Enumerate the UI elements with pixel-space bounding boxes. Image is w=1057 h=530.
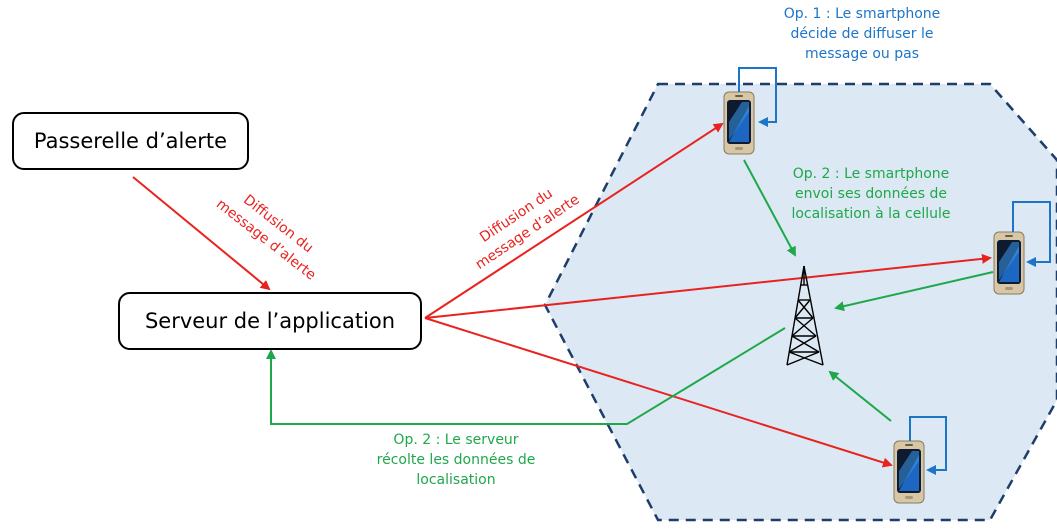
op1-label: Op. 1 : Le smartphone décide de diffuser…	[752, 4, 972, 64]
self-loop-phone-right	[1012, 201, 1051, 267]
op2-phone-label-line3: localisation à la cellule	[791, 206, 951, 222]
op2-server-label-line2: récolte les données de	[376, 452, 536, 468]
smartphone-icon	[723, 91, 755, 155]
arrow-tower-to-server	[266, 327, 786, 425]
alert-gateway-label: Passerelle d’alerte	[33, 129, 228, 153]
arrow-server-to-phone-right	[424, 253, 992, 319]
arrow-phone-bottom-to-tower	[828, 370, 892, 422]
op1-label-line3: message ou pas	[804, 46, 920, 62]
op2-server-label-line3: localisation	[416, 472, 496, 488]
cell-tower-icon	[786, 265, 824, 366]
op2-phone-label: Op. 2 : Le smartphone envoi ses données …	[768, 164, 974, 224]
smartphone-icon	[893, 440, 925, 504]
alert-gateway-node: Passerelle d’alerte	[12, 112, 249, 170]
arrow-server-to-phone-bottom	[424, 317, 893, 468]
op2-phone-label-line1: Op. 2 : Le smartphone	[792, 166, 950, 182]
application-server-node: Serveur de l’application	[118, 292, 422, 350]
op2-server-label-line1: Op. 2 : Le serveur	[393, 432, 519, 448]
arrow-phone-right-to-tower	[834, 271, 994, 312]
op1-label-line2: décide de diffuser le	[790, 26, 934, 42]
op1-label-line1: Op. 1 : Le smartphone	[783, 6, 941, 22]
arrow-gateway-to-server	[132, 176, 271, 291]
application-server-label: Serveur de l’application	[144, 309, 396, 333]
op2-server-label: Op. 2 : Le serveur récolte les données d…	[344, 430, 568, 490]
arrow-phone-top-to-tower	[743, 159, 796, 257]
arrow-server-to-phone-top	[424, 122, 724, 319]
smartphone-icon	[993, 231, 1025, 295]
cell-hexagon	[543, 82, 1057, 522]
self-loop-phone-bottom	[909, 416, 947, 475]
op2-phone-label-line2: envoi ses données de	[795, 186, 947, 202]
self-loop-phone-top	[738, 67, 777, 127]
